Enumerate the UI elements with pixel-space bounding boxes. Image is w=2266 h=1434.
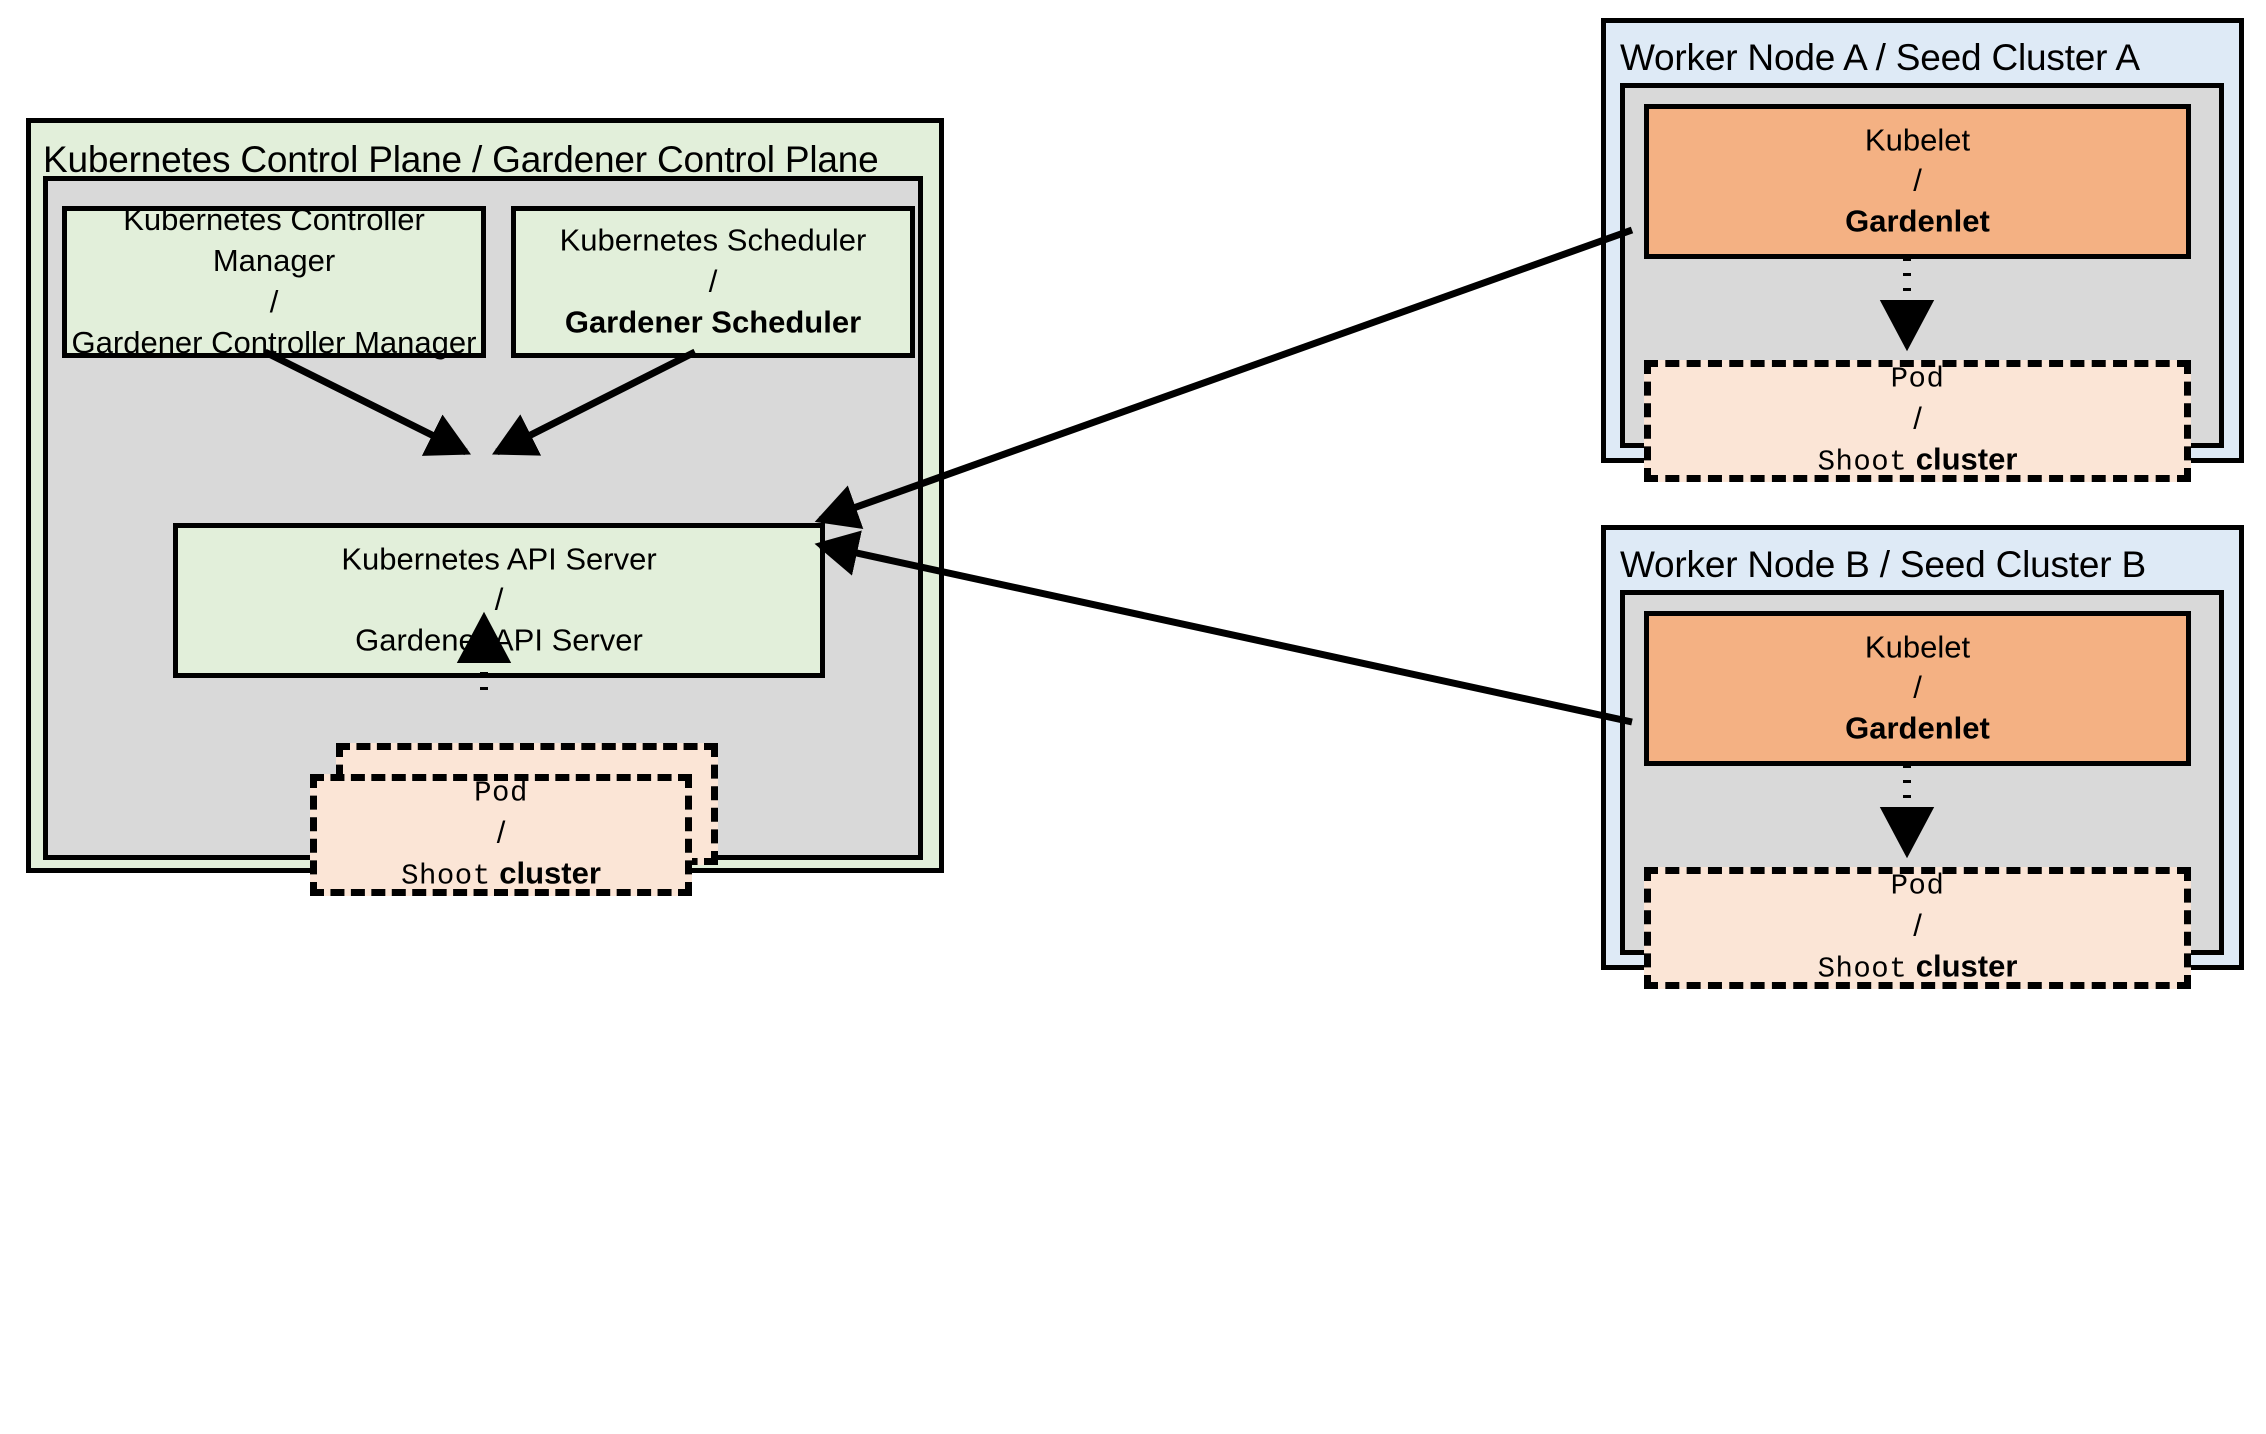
gardenlet-a-separator: / (1913, 163, 1922, 199)
control-plane-header: Kubernetes Control Plane / Gardener Cont… (43, 139, 879, 180)
worker-node-a-container: Worker Node A / Seed Cluster A Kubelet /… (1601, 18, 2244, 482)
worker-node-b-pod-cluster: cluster (1915, 948, 2018, 984)
worker-node-b-pod-separator: / (1913, 907, 1922, 943)
worker-node-b-inner-panel: Kubelet / Gardenlet Pod / Shoot cluster (1620, 590, 2224, 989)
api-server-label: Kubernetes API Server / Gardener API Ser… (178, 539, 820, 662)
control-plane-pod-line1: Pod (474, 776, 528, 810)
controller-manager-line2: Gardener Controller Manager (71, 324, 477, 360)
gardenlet-a-label: Kubelet / Gardenlet (1649, 120, 2186, 243)
controller-manager-label: Kubernetes Controller Manager / Gardener… (67, 200, 481, 364)
worker-node-b-pod-shoot: Shoot (1817, 952, 1908, 986)
worker-node-a-pod-shoot: Shoot (1817, 445, 1908, 479)
worker-node-b-pod-line1: Pod (1890, 869, 1945, 903)
worker-node-a-pod-label: Pod / Shoot cluster (1651, 360, 2184, 481)
worker-node-a-pod-box[interactable]: Pod / Shoot cluster (1644, 360, 2191, 482)
gardenlet-a-line1: Kubelet (1864, 122, 1971, 158)
gardenlet-b-label: Kubelet / Gardenlet (1649, 627, 2186, 750)
worker-node-a-pod-line2: Shoot cluster (1651, 439, 2184, 481)
control-plane-pod-box[interactable]: Pod / Shoot cluster (310, 774, 692, 896)
worker-node-b-pod-line2: Shoot cluster (1651, 946, 2184, 988)
gardenlet-a-box[interactable]: Kubelet / Gardenlet (1644, 104, 2191, 259)
scheduler-box[interactable]: Kubernetes Scheduler / Gardener Schedule… (511, 206, 915, 358)
scheduler-separator: / (708, 263, 718, 299)
controller-manager-separator: / (269, 284, 279, 319)
gardenlet-b-separator: / (1913, 670, 1922, 706)
api-server-box[interactable]: Kubernetes API Server / Gardener API Ser… (173, 523, 825, 678)
api-server-line2: Gardener API Server (355, 622, 643, 658)
worker-node-a-header: Worker Node A / Seed Cluster A (1620, 37, 2140, 78)
gardenlet-a-line2: Gardenlet (1845, 203, 1990, 239)
gardenlet-b-line2: Gardenlet (1845, 710, 1990, 746)
worker-node-b-pod-box[interactable]: Pod / Shoot cluster (1644, 867, 2191, 989)
scheduler-line1: Kubernetes Scheduler (559, 222, 867, 258)
worker-node-b-header: Worker Node B / Seed Cluster B (1620, 544, 2146, 585)
scheduler-label: Kubernetes Scheduler / Gardener Schedule… (516, 221, 910, 344)
control-plane-pod-line2: Shoot cluster (317, 853, 685, 895)
api-server-separator: / (494, 582, 504, 618)
worker-node-a-pod-line1: Pod (1890, 362, 1945, 396)
controller-manager-box[interactable]: Kubernetes Controller Manager / Gardener… (62, 202, 486, 360)
control-plane-pod-label: Pod / Shoot cluster (317, 774, 685, 895)
control-plane-pod-separator: / (496, 814, 506, 850)
control-plane-inner-panel: Kubernetes Controller Manager / Gardener… (43, 176, 923, 896)
scheduler-line2: Gardener Scheduler (564, 304, 862, 340)
control-plane-pod-shoot: Shoot (401, 859, 491, 893)
control-plane-pod-cluster: cluster (499, 855, 601, 891)
worker-node-a-pod-separator: / (1913, 400, 1922, 436)
worker-node-b-pod-label: Pod / Shoot cluster (1651, 867, 2184, 988)
api-server-line1: Kubernetes API Server (341, 541, 657, 577)
worker-node-b-container: Worker Node B / Seed Cluster B Kubelet /… (1601, 525, 2244, 989)
worker-node-a-inner-panel: Kubelet / Gardenlet Pod / Shoot cluster (1620, 83, 2224, 482)
gardenlet-b-line1: Kubelet (1864, 629, 1971, 665)
controller-manager-line1: Kubernetes Controller Manager (123, 202, 425, 279)
worker-node-a-pod-cluster: cluster (1915, 441, 2018, 477)
gardenlet-b-box[interactable]: Kubelet / Gardenlet (1644, 611, 2191, 766)
control-plane-container: Kubernetes Control Plane / Gardener Cont… (26, 118, 944, 896)
